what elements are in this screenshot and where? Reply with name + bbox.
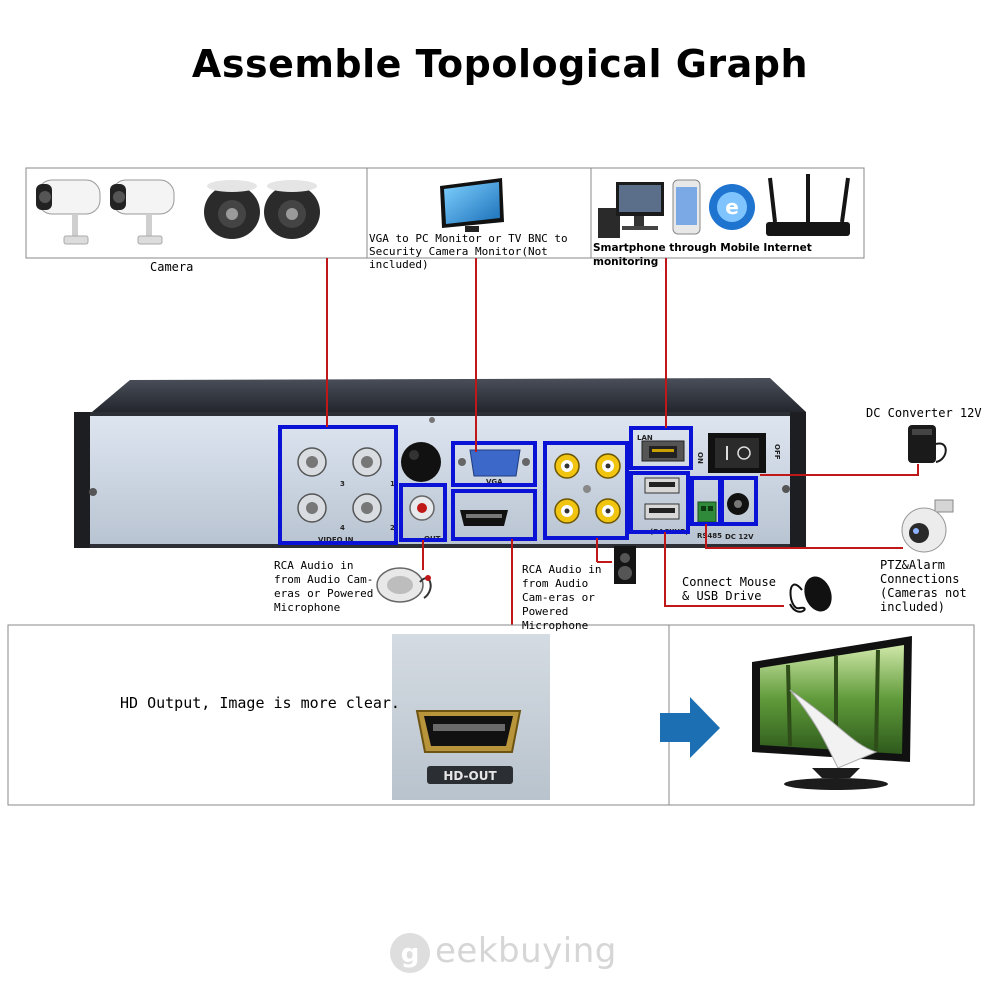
hdmi-port: [460, 510, 508, 526]
monitor-icon: [440, 178, 504, 232]
connection-lines: [326, 258, 919, 690]
bullet-camera-icon: [36, 179, 101, 245]
dvr-recorder: [74, 378, 806, 548]
router-icon: [766, 174, 850, 236]
browser-icon: e: [709, 184, 755, 230]
page-title: Assemble Topological Graph: [191, 42, 809, 86]
rca-audio-right-label: RCA Audio in from Audio Cam-eras or Powe…: [522, 563, 602, 632]
rs485-label: RS485: [697, 532, 722, 540]
audio-in-ports: [554, 453, 621, 524]
dc-converter-icon: [908, 425, 947, 463]
ptz-camera-icon: [901, 499, 954, 553]
hd-out-label: HD-OUT: [443, 769, 497, 783]
port-number: 2: [390, 524, 395, 532]
tv-icon: [752, 636, 912, 790]
vga-port: VGA: [458, 449, 530, 486]
port-number: 3: [340, 480, 345, 488]
dome-camera-icon: [204, 180, 260, 239]
on-label: ON: [696, 452, 704, 464]
microphone-icon: [376, 567, 432, 603]
video-in-ports: 3 1 4 2 VIDEO IN: [297, 447, 395, 544]
svg-text:e: e: [725, 195, 739, 219]
video-in-label: VIDEO IN: [318, 536, 354, 544]
arrow-right-icon: [660, 697, 720, 758]
speaker-icon: [614, 546, 636, 584]
power-switch: ON OFF: [696, 433, 781, 473]
bullet-camera-icon: [110, 179, 175, 245]
rs485-terminal: RS485: [697, 501, 722, 540]
mouse-icon: [789, 576, 832, 613]
dc-power-jack: DC 12V: [725, 493, 754, 541]
port-number: 4: [340, 524, 345, 532]
lan-label: LAN: [637, 434, 653, 442]
hd-output-text: HD Output, Image is more clear.: [120, 694, 400, 712]
camera-label: Camera: [150, 260, 194, 274]
monitor-label: VGA to PC Monitor or TV BNC to Security …: [369, 232, 568, 271]
svg-text:g: g: [401, 939, 420, 969]
port-number: 1: [390, 480, 395, 488]
connector-knob: [401, 442, 441, 482]
dc-label: DC 12V: [725, 533, 754, 541]
vga-label: VGA: [486, 478, 503, 486]
internet-label: Smartphone through Mobile Internet monit…: [593, 242, 812, 268]
ptz-label: PTZ&Alarm Connections (Cameras not inclu…: [880, 558, 967, 614]
mouse-usb-label: Connect Mouse & USB Drive: [682, 575, 776, 603]
dome-camera-icon: [264, 180, 320, 239]
lan-port: LAN: [637, 434, 685, 462]
computer-icon: [598, 182, 664, 238]
off-label: OFF: [773, 444, 781, 460]
dc-converter-label: DC Converter 12V: [866, 406, 982, 420]
watermark-logo: g: [390, 933, 430, 973]
watermark-text: eekbuying: [435, 931, 617, 971]
rca-audio-left-label: RCA Audio in from Audio Cam-eras or Powe…: [274, 559, 374, 614]
smartphone-icon: [672, 179, 701, 235]
hd-out-closeup: HD-OUT: [392, 634, 550, 800]
